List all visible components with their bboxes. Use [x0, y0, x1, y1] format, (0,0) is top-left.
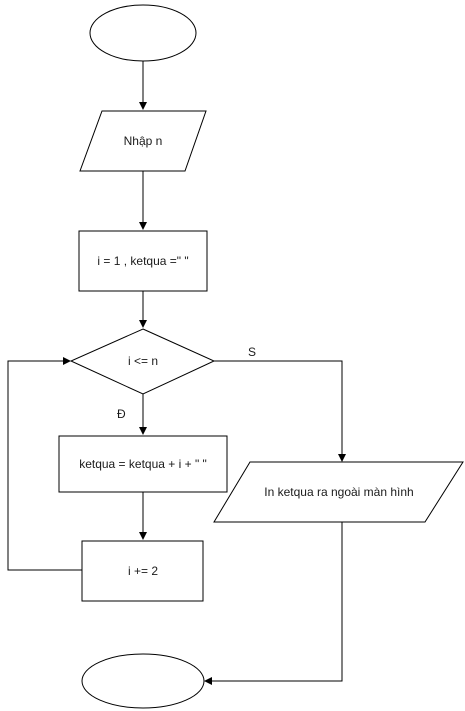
- arrowhead-init: [139, 222, 147, 230]
- connector-output-to-end: [211, 522, 343, 682]
- input-node: [79, 110, 207, 172]
- false-branch-label: S: [248, 345, 256, 359]
- arrowhead-increment: [139, 532, 147, 540]
- output-node: [213, 461, 464, 523]
- condition-label: i <= n: [128, 354, 158, 368]
- true-branch-label: Đ: [117, 407, 126, 421]
- arrowhead-output: [338, 454, 346, 462]
- connector-condition-to-output: [214, 360, 343, 455]
- output-label: In ketqua ra ngoài màn hình: [264, 485, 413, 499]
- append-label: ketqua = ketqua + i + " ": [79, 457, 207, 471]
- start-terminator: [89, 4, 197, 62]
- append-process: [58, 435, 228, 493]
- arrowhead-condition: [139, 320, 147, 328]
- end-terminator: [81, 653, 205, 709]
- init-label: i = 1 , ketqua =" ": [97, 254, 188, 268]
- arrowhead-end: [204, 677, 212, 685]
- increment-process: [81, 540, 204, 602]
- connector-loop-back: [7, 360, 82, 571]
- arrowhead-loop: [63, 357, 71, 365]
- input-label: Nhập n: [124, 134, 163, 148]
- init-process: [78, 230, 208, 292]
- arrowhead-input: [139, 102, 147, 110]
- arrowhead-append: [139, 427, 147, 435]
- increment-label: i += 2: [128, 564, 158, 578]
